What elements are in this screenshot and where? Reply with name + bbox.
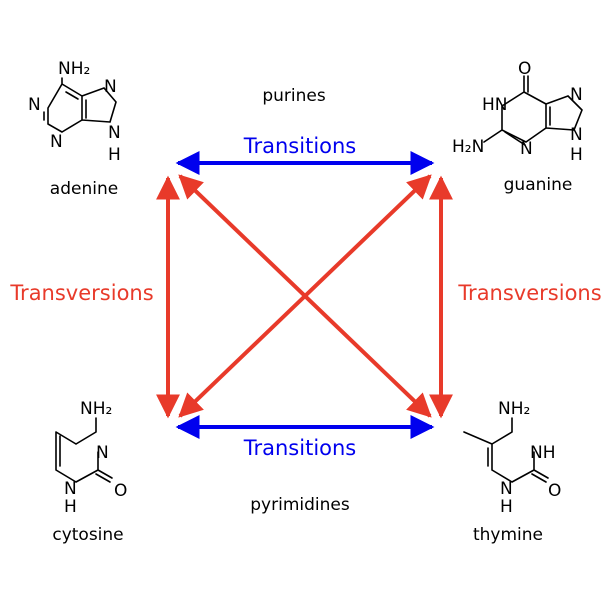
guanine-n3: N (520, 139, 533, 159)
thymine-n1: N (500, 479, 513, 499)
adenine-nh2: NH₂ (58, 59, 90, 79)
guanine-hn: HN (482, 95, 508, 115)
cytosine-structure: NH₂ N N H O cytosine (52, 399, 127, 545)
adenine-n7: N (104, 77, 117, 97)
transversions-label-left: Transversions (9, 281, 153, 305)
guanine-h9: H (570, 145, 583, 165)
pyrimidines-label: pyrimidines (250, 495, 350, 515)
cytosine-n3: N (96, 443, 109, 463)
thymine-n3: NH (530, 443, 556, 463)
cytosine-o: O (114, 481, 127, 501)
adenine-label: adenine (50, 179, 118, 199)
cytosine-h1: H (64, 497, 77, 517)
adenine-n9: N (108, 123, 121, 143)
adenine-h9: H (108, 145, 121, 165)
cytosine-nh2: NH₂ (80, 399, 112, 419)
transversion-arrow-diagonal-2 (178, 174, 432, 418)
transversions-label-right: Transversions (457, 281, 601, 305)
guanine-o: O (518, 59, 531, 79)
guanine-n7: N (570, 85, 583, 105)
guanine-n9: N (570, 125, 583, 145)
guanine-structure: O HN N H₂N N N H guanine (452, 59, 583, 195)
adenine-n1: N (28, 95, 41, 115)
thymine-structure: NH₂ NH N H O thymine (463, 399, 561, 545)
purines-label: purines (262, 86, 326, 106)
adenine-n3: N (50, 132, 63, 152)
cytosine-n1: N (64, 479, 77, 499)
transitions-label-top: Transitions (243, 134, 357, 158)
thymine-nh2: NH₂ (498, 399, 530, 419)
adenine-structure: NH₂ N N N N H adenine (28, 59, 121, 199)
transitions-label-bottom: Transitions (243, 436, 357, 460)
thymine-h1: H (500, 497, 513, 517)
guanine-label: guanine (504, 175, 573, 195)
guanine-h2n: H₂N (452, 137, 484, 157)
thymine-label: thymine (473, 525, 543, 545)
cytosine-label: cytosine (52, 525, 123, 545)
thymine-o: O (548, 481, 561, 501)
